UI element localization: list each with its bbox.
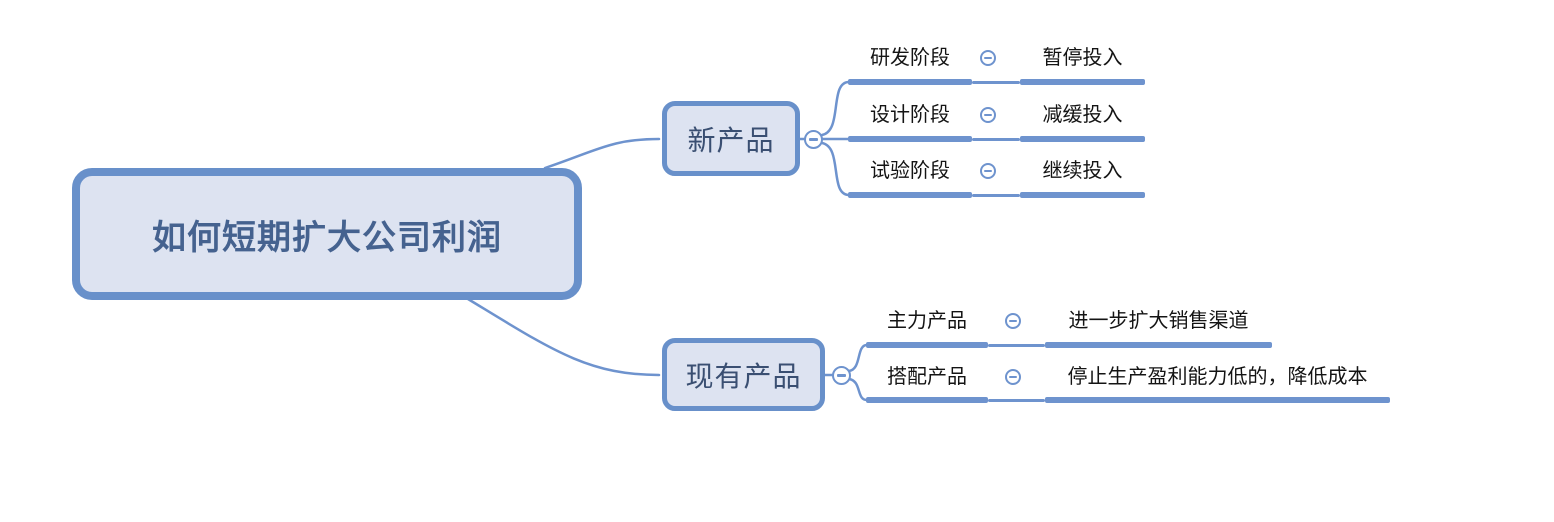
minus-glyph <box>1009 320 1017 322</box>
branch-label-existing-product: 现有产品 <box>685 360 802 392</box>
link-line-companion-product <box>988 399 1045 402</box>
leaf-topic-main-product[interactable]: 主力产品 <box>887 310 967 332</box>
collapse-minus-icon-test-stage[interactable] <box>980 163 996 179</box>
leaf-topic-design-stage[interactable]: 设计阶段 <box>870 104 950 126</box>
underline-test-action <box>1020 192 1145 198</box>
minus-glyph <box>1009 376 1017 378</box>
branch-node-new-product[interactable]: 新产品 <box>662 101 800 176</box>
root-topic-label: 如何短期扩大公司利润 <box>152 218 502 257</box>
fan-new-product-row3 <box>820 141 851 197</box>
underline-test-stage <box>848 192 972 198</box>
collapse-minus-icon-rd-stage[interactable] <box>980 50 996 66</box>
fan-existing-row2 <box>847 377 869 402</box>
underline-companion-product <box>866 397 988 403</box>
connector-root-to-existing-product <box>466 297 661 377</box>
underline-main-product <box>866 342 988 348</box>
connector-root-to-new-product <box>543 137 661 170</box>
leaf-topic-main-product-action[interactable]: 进一步扩大销售渠道 <box>1068 310 1249 332</box>
minus-glyph <box>809 138 818 141</box>
minus-glyph <box>984 170 992 172</box>
collapse-minus-icon-main-product[interactable] <box>1005 313 1021 329</box>
root-topic-node[interactable]: 如何短期扩大公司利润 <box>72 168 582 300</box>
leaf-topic-rd-stage[interactable]: 研发阶段 <box>870 47 950 69</box>
leaf-topic-companion-product-action[interactable]: 停止生产盈利能力低的，降低成本 <box>1067 366 1368 388</box>
link-line-main-product <box>988 344 1045 347</box>
leaf-topic-rd-action[interactable]: 暂停投入 <box>1042 47 1123 69</box>
underline-rd-action <box>1020 79 1145 85</box>
leaf-topic-design-action[interactable]: 减缓投入 <box>1042 104 1123 126</box>
collapse-minus-icon-new-product[interactable] <box>804 130 823 149</box>
link-line-design <box>972 138 1020 141</box>
collapse-minus-icon-companion-product[interactable] <box>1005 369 1021 385</box>
underline-design-stage <box>848 136 972 142</box>
branch-label-new-product: 新产品 <box>687 124 775 156</box>
minus-glyph <box>837 374 846 377</box>
minus-glyph <box>984 114 992 116</box>
underline-rd-stage <box>848 79 972 85</box>
underline-design-action <box>1020 136 1145 142</box>
leaf-topic-test-action[interactable]: 继续投入 <box>1042 160 1123 182</box>
fan-new-product-row1 <box>820 80 851 137</box>
link-line-test <box>972 194 1020 197</box>
collapse-minus-icon-design-stage[interactable] <box>980 107 996 123</box>
fan-existing-row1 <box>847 343 869 373</box>
minus-glyph <box>984 57 992 59</box>
branch-node-existing-product[interactable]: 现有产品 <box>662 338 825 411</box>
leaf-topic-companion-product[interactable]: 搭配产品 <box>887 366 967 388</box>
leaf-topic-test-stage[interactable]: 试验阶段 <box>870 160 950 182</box>
collapse-minus-icon-existing-product[interactable] <box>832 366 851 385</box>
underline-main-product-action <box>1045 342 1272 348</box>
underline-companion-product-action <box>1045 397 1390 403</box>
link-line-rd <box>972 81 1020 84</box>
